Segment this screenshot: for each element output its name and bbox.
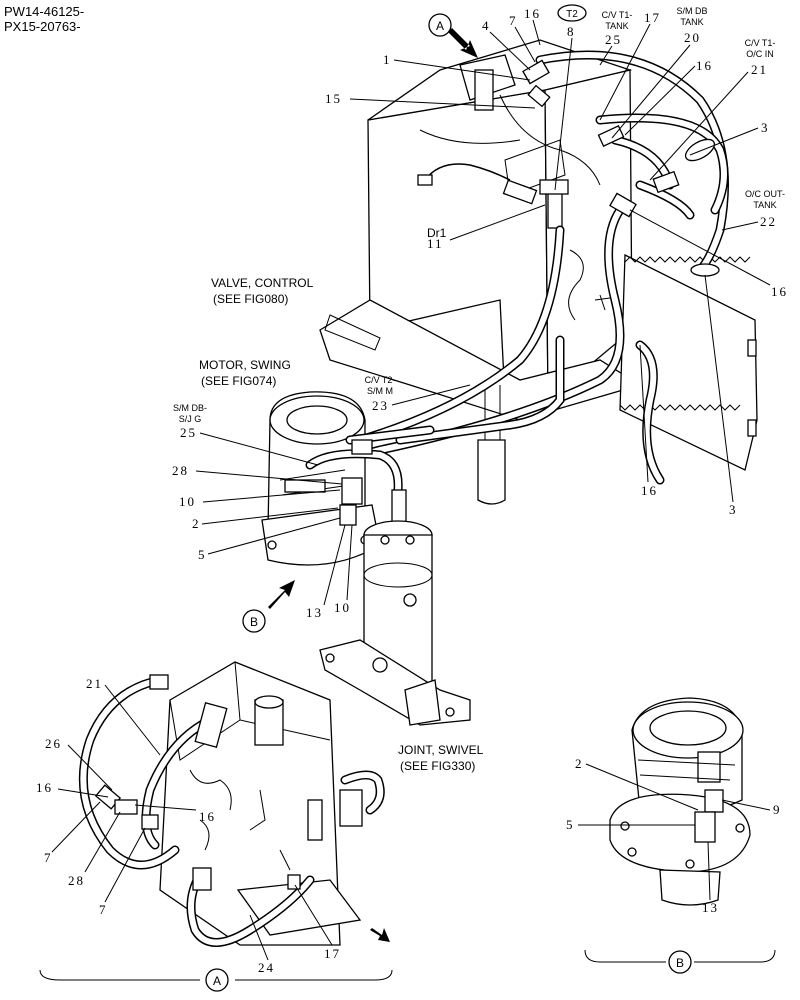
joint-swivel-label-2: (SEE FIG330) (400, 759, 475, 773)
callout-21: 21 (751, 62, 768, 77)
header-line-2: PX15-20763- (4, 19, 81, 34)
t2-marker: T2 (557, 4, 587, 22)
sm-db-sjg-label-2: S/J G (179, 414, 202, 424)
valve-control-label-2: (SEE FIG080) (213, 292, 288, 306)
view-a-callout-17: 17 (324, 946, 341, 961)
cv-t2-sm-m-label-2: S/M M (367, 386, 393, 396)
view-a-detail (78, 661, 390, 947)
callout-17: 17 (644, 10, 661, 25)
callout-8: 8 (567, 24, 576, 39)
valve-control-label-1: VALVE, CONTROL (211, 276, 314, 290)
callout-16-bottom: 16 (641, 483, 658, 498)
view-b-callouts: 2 5 9 13 (566, 756, 782, 915)
view-a-bracket: A (39, 968, 393, 992)
oc-out-tank-label-1: O/C OUT- (745, 189, 785, 199)
port-labels: C/V T1- TANK S/M DB TANK C/V T1- O/C IN … (173, 6, 785, 773)
view-a-label: A (436, 19, 444, 33)
view-a-arrow: A (428, 13, 478, 58)
callout-4: 4 (482, 18, 491, 33)
view-a-callout-7-bottom: 7 (99, 902, 108, 917)
cv-t2-sm-m-label-1: C/V T2- (365, 375, 396, 385)
callout-5: 5 (198, 547, 207, 562)
callout-25-top: 25 (605, 32, 622, 47)
view-a-callout-16-left: 16 (36, 780, 53, 795)
callout-11: 11 (427, 236, 444, 251)
view-a-callout-28: 28 (68, 873, 85, 888)
sm-db-sjg-label-1: S/M DB- (173, 403, 207, 413)
main-callouts: 1 3 3 4 7 8 11 15 16 16 16 16 17 20 21 2… (172, 6, 788, 620)
callout-13: 13 (306, 605, 323, 620)
view-b-arrow: B (242, 580, 295, 633)
view-a-callout-21: 21 (86, 676, 103, 691)
view-a-callout-26: 26 (45, 736, 62, 751)
callout-1: 1 (383, 52, 392, 67)
view-a-callout-24: 24 (258, 960, 275, 975)
view-b-label: B (250, 615, 258, 629)
callout-22: 22 (760, 214, 777, 229)
callout-10-bottom: 10 (334, 600, 351, 615)
view-b-callout-2: 2 (575, 756, 584, 771)
sm-db-tank-label-1: S/M DB (676, 6, 707, 16)
view-a-callout-16-mid: 16 (199, 809, 216, 824)
header-line-1: PW14-46125- (4, 4, 84, 19)
view-b-callout-5: 5 (566, 817, 575, 832)
view-b-caption: B (676, 956, 684, 970)
callout-25: 25 (180, 425, 197, 440)
callout-16-lower: 16 (771, 284, 788, 299)
motor-swing-label-2: (SEE FIG074) (201, 374, 276, 388)
callout-2: 2 (192, 516, 201, 531)
sm-db-tank-label-2: TANK (680, 17, 703, 27)
dr1-label: Dr1 (427, 226, 447, 240)
view-b-callout-13: 13 (702, 900, 719, 915)
callout-3-top: 3 (761, 120, 770, 135)
callout-16-top: 16 (524, 6, 541, 21)
callout-23: 23 (372, 398, 389, 413)
t2-label: T2 (566, 9, 578, 20)
callout-3-bottom: 3 (729, 502, 738, 517)
view-b-detail (609, 697, 751, 906)
callout-7: 7 (509, 13, 518, 28)
cv-t1-tank-label-1: C/V T1- (602, 10, 633, 20)
callout-20: 20 (684, 30, 701, 45)
callout-10-left: 10 (179, 494, 196, 509)
callout-28: 28 (172, 463, 189, 478)
view-b-callout-9: 9 (773, 802, 782, 817)
view-a-callout-7-left: 7 (44, 850, 53, 865)
view-b-bracket: B (584, 949, 776, 974)
view-a-caption: A (213, 974, 221, 988)
view-a-callouts: 21 26 16 16 7 28 7 24 17 (36, 676, 341, 975)
oc-out-tank-label-2: TANK (753, 200, 776, 210)
motor-swing-label-1: MOTOR, SWING (199, 358, 291, 372)
cv-t1-tank-label-2: TANK (605, 21, 628, 31)
callout-16-right: 16 (696, 58, 713, 73)
callout-15: 15 (325, 91, 342, 106)
cv-t1-oc-in-label-2: O/C IN (746, 49, 774, 59)
swivel-joint (319, 520, 471, 726)
cv-t1-oc-in-label-1: C/V T1- (745, 38, 776, 48)
joint-swivel-label-1: JOINT, SWIVEL (398, 743, 484, 757)
